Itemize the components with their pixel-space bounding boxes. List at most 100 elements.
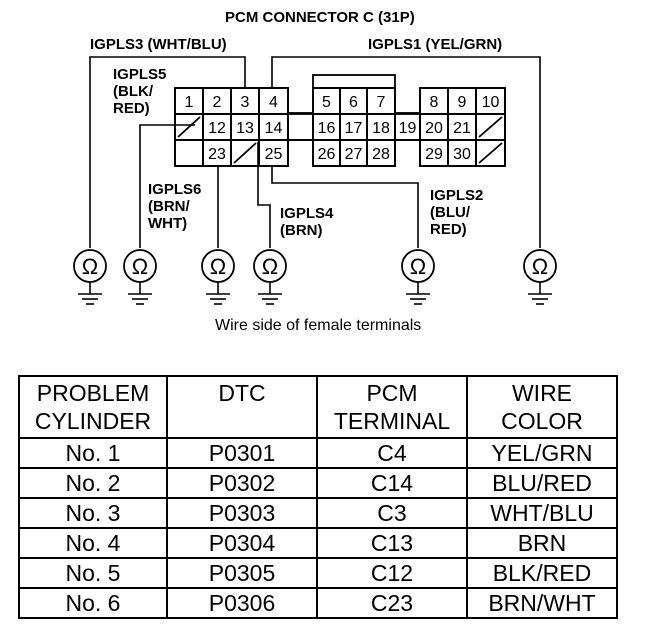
header-dtc: DTC: [166, 375, 318, 439]
cell-dtc: P0305: [166, 557, 318, 589]
pin-number: 23: [208, 146, 226, 163]
wire-igpls4: [257, 142, 271, 248]
cell-color: BRN/WHT: [466, 587, 618, 619]
cell-cylinder: No. 5: [18, 557, 168, 589]
cell-terminal: C12: [316, 557, 468, 589]
cell-color: BRN: [466, 527, 618, 559]
cell-terminal: C4: [316, 437, 468, 469]
pin-number: 19: [399, 120, 417, 137]
blocked-cell-mark: [478, 116, 503, 138]
pin-number: 12: [208, 120, 226, 137]
cell-color: BLU/RED: [466, 467, 618, 499]
ohmmeter-icon: Ω: [201, 249, 235, 305]
cell-color: BLK/RED: [466, 557, 618, 589]
pin-number: 29: [425, 146, 443, 163]
cell-terminal: C23: [316, 587, 468, 619]
wire-igpls1: [271, 56, 541, 248]
ohmmeter-icon: Ω: [401, 249, 435, 305]
blocked-cell-mark: [233, 142, 257, 164]
pin-number: 25: [265, 146, 283, 163]
ohm-symbol: Ω: [532, 254, 548, 279]
ohm-symbol: Ω: [132, 254, 148, 279]
cell-terminal: C3: [316, 497, 468, 529]
cell-cylinder: No. 1: [18, 437, 168, 469]
connector-cell: [475, 139, 506, 167]
wire-igpls3: [89, 56, 246, 248]
cell-cylinder: No. 2: [18, 467, 168, 499]
diagram-title: PCM CONNECTOR C (31P): [225, 9, 415, 26]
pin-number: 18: [372, 120, 390, 137]
label-igpls6: IGPLS6 (BRN/ WHT): [148, 181, 206, 232]
ohmmeter-icon: Ω: [523, 249, 557, 305]
connector-cell: [287, 113, 314, 141]
label-igpls5: IGPLS5 (BLK/ RED): [113, 66, 171, 117]
cell-cylinder: No. 3: [18, 497, 168, 529]
ohmmeter-icon: Ω: [73, 249, 107, 305]
wire-igpls2: [271, 165, 419, 248]
cell-color: YEL/GRN: [466, 437, 618, 469]
pin-number: 7: [377, 94, 386, 111]
pcm-connector: [174, 74, 506, 167]
cell-dtc: P0306: [166, 587, 318, 619]
label-igpls1: IGPLS1 (YEL/GRN): [368, 36, 502, 53]
pin-number: 20: [425, 120, 443, 137]
connector-cells: [174, 87, 506, 167]
cell-cylinder: No. 6: [18, 587, 168, 619]
cell-terminal: C14: [316, 467, 468, 499]
pin-number: 10: [482, 94, 500, 111]
pin-number: 16: [318, 120, 336, 137]
pin-number: 1: [185, 94, 194, 111]
label-igpls2: IGPLS2 (BLU/ RED): [430, 187, 488, 238]
cell-dtc: P0301: [166, 437, 318, 469]
pin-number: 4: [269, 94, 278, 111]
cell-terminal: C13: [316, 527, 468, 559]
blocked-cell-mark: [478, 142, 503, 164]
pin-number: 21: [453, 120, 471, 137]
connector-diagram: PCM CONNECTOR C (31P) IGPLS3 (WHT/BLU) I…: [73, 9, 557, 334]
diagram-caption: Wire side of female terminals: [215, 317, 421, 334]
ohm-symbol: Ω: [210, 254, 226, 279]
pin-number: 14: [265, 120, 283, 137]
cell-dtc: P0302: [166, 467, 318, 499]
cell-color: WHT/BLU: [466, 497, 618, 529]
pin-number: 30: [453, 146, 471, 163]
ohmmeter-icon: Ω: [253, 249, 287, 305]
cell-dtc: P0303: [166, 497, 318, 529]
cell-dtc: P0304: [166, 527, 318, 559]
ohm-symbol: Ω: [410, 254, 426, 279]
pin-number: 5: [322, 94, 331, 111]
wire-igpls5: [139, 124, 195, 248]
ohm-symbol: Ω: [82, 254, 98, 279]
cell-cylinder: No. 4: [18, 527, 168, 559]
connector-cell: [366, 139, 396, 167]
ohm-symbol: Ω: [262, 254, 278, 279]
pin-number: 2: [213, 94, 222, 111]
pin-number: 3: [241, 94, 250, 111]
connector-cell: [258, 139, 289, 167]
pin-number: 9: [458, 94, 467, 111]
label-igpls4: IGPLS4 (BRN): [280, 205, 338, 239]
pin-number: 17: [345, 120, 363, 137]
pin-number: 28: [372, 146, 390, 163]
wires: [89, 56, 541, 248]
pin-number: 13: [236, 120, 254, 137]
connector-cell: [174, 139, 204, 167]
ohmmeter-icon: Ω: [123, 249, 157, 305]
pin-number: 26: [318, 146, 336, 163]
pin-number: 8: [430, 94, 439, 111]
label-igpls3: IGPLS3 (WHT/BLU): [90, 36, 227, 53]
pin-number: 6: [349, 94, 358, 111]
